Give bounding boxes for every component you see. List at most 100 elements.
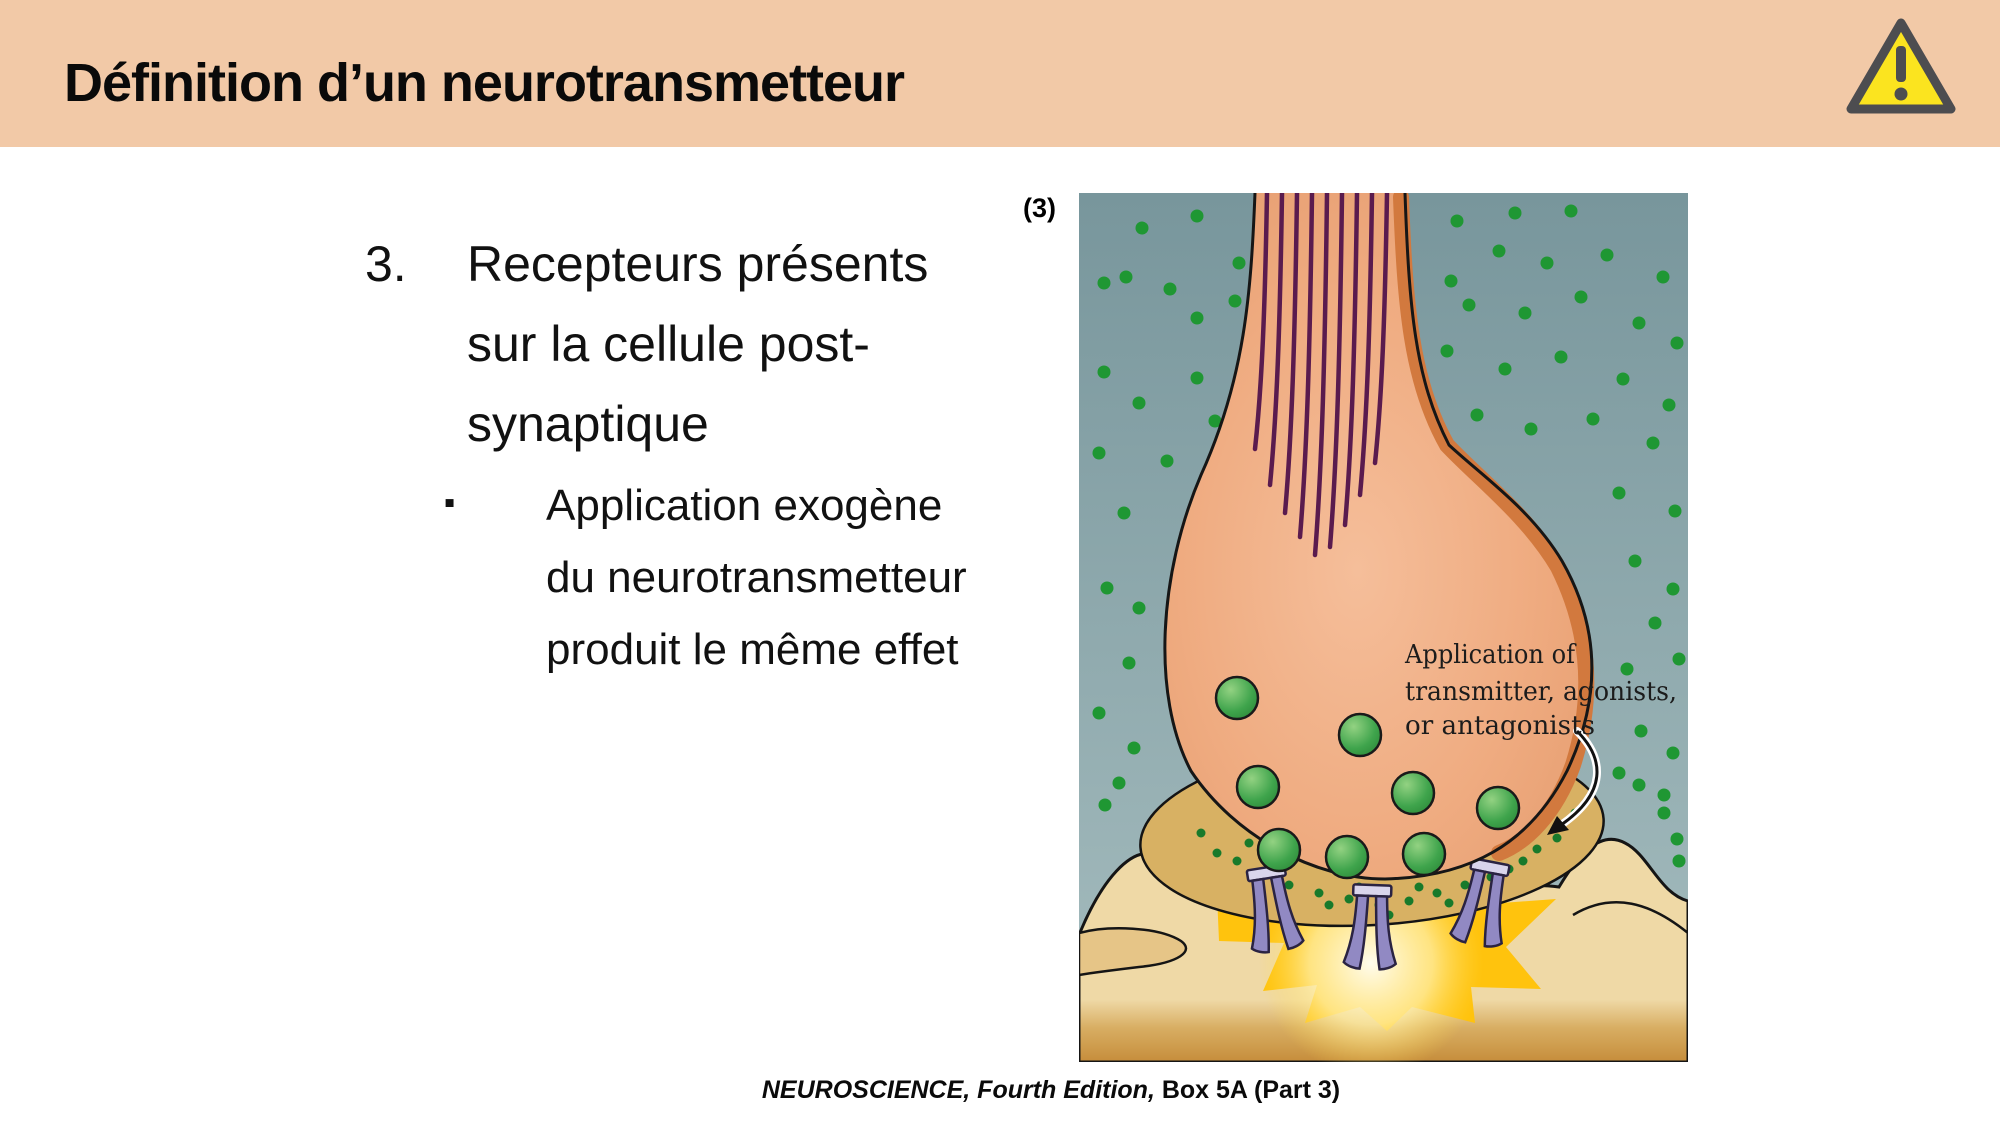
dot	[1574, 290, 1588, 304]
receptor-protein	[1342, 883, 1398, 971]
dot	[1208, 414, 1222, 428]
annotation-line-3: or antagonists	[1405, 711, 1595, 741]
dot	[1404, 896, 1414, 906]
microtubule-line	[1357, 190, 1375, 498]
warning-triangle-icon	[1846, 18, 1956, 114]
dot	[1132, 396, 1146, 410]
dot	[1518, 856, 1528, 866]
dot	[1444, 898, 1454, 908]
dot	[1232, 256, 1246, 270]
dot	[1668, 504, 1682, 518]
microtubule-line	[1297, 190, 1315, 540]
dot	[1666, 746, 1680, 760]
dot	[1462, 298, 1476, 312]
receptor-prong	[1342, 894, 1370, 970]
list-item-line-1: Recepteurs présents	[467, 236, 929, 292]
dot	[1232, 856, 1242, 866]
list-item-line-3: synaptique	[467, 396, 709, 452]
dot	[1666, 582, 1680, 596]
application-arrowhead	[1547, 816, 1569, 835]
dot	[1656, 270, 1670, 284]
dot	[1662, 398, 1676, 412]
dot	[1628, 554, 1642, 568]
dot	[1432, 888, 1442, 898]
dot	[1097, 365, 1111, 379]
dot	[1190, 371, 1204, 385]
dot	[1390, 770, 1436, 816]
figure-part-label: (3)	[1023, 193, 1056, 223]
dot	[1135, 221, 1149, 235]
dot	[1508, 206, 1522, 220]
dot	[1122, 656, 1136, 670]
receptor-prong	[1374, 894, 1398, 971]
postsynaptic-receptors	[1245, 857, 1511, 971]
application-arrow	[1560, 729, 1599, 827]
dot	[1552, 833, 1562, 843]
dot	[1616, 372, 1630, 386]
caption-book-title: NEUROSCIENCE, Fourth Edition,	[761, 1076, 1155, 1104]
list-item-number: 3.	[365, 236, 407, 292]
dot	[1160, 454, 1174, 468]
dot	[1324, 834, 1370, 880]
dot	[1196, 828, 1206, 838]
receptor-protein	[1449, 857, 1511, 948]
dot	[1098, 798, 1112, 812]
dot	[1190, 209, 1204, 223]
synapse-figure: Application of transmitter, agonists, or…	[1077, 189, 1690, 1075]
receptor-cap	[1351, 883, 1393, 898]
dot	[1190, 311, 1204, 325]
receptor-protein	[1245, 863, 1305, 954]
dot	[1127, 741, 1141, 755]
dot	[1554, 350, 1568, 364]
dot	[1670, 336, 1684, 350]
dot	[1450, 214, 1464, 228]
dot	[1112, 776, 1126, 790]
terminal-rim	[1393, 189, 1595, 861]
receptor-prong	[1269, 874, 1305, 951]
dot	[1337, 712, 1383, 758]
dot	[1212, 848, 1222, 858]
dot	[1632, 316, 1646, 330]
dot	[1540, 256, 1554, 270]
microtubule-line	[1312, 190, 1330, 558]
warning-exclamation-bar	[1896, 46, 1906, 82]
dot	[1314, 888, 1324, 898]
dot	[1092, 706, 1106, 720]
dot	[1532, 844, 1542, 854]
dot	[1244, 838, 1254, 848]
bullet-line-3: produit le même effet	[546, 625, 959, 674]
microtubule-line	[1282, 190, 1300, 516]
dot	[1132, 601, 1146, 615]
membrane-fold-right	[1572, 901, 1689, 934]
synaptic-vesicles	[1214, 675, 1521, 880]
dot	[1632, 778, 1646, 792]
dot	[1460, 880, 1470, 890]
terminal-outline	[1163, 192, 1594, 881]
list-item-line-2: sur la cellule post-	[467, 316, 870, 372]
presynaptic-terminal	[1164, 193, 1592, 879]
microtubule-line	[1327, 190, 1345, 550]
dot	[1475, 785, 1521, 831]
dot	[1648, 616, 1662, 630]
dot	[1646, 436, 1660, 450]
dot	[1492, 244, 1506, 258]
list-item-text: Recepteurs présents sur la cellule post-…	[467, 224, 928, 464]
dot	[1444, 274, 1458, 288]
dot	[1324, 900, 1334, 910]
dot	[1600, 248, 1614, 262]
microtubule-line	[1252, 190, 1270, 452]
annotation-line-1: Application of	[1404, 640, 1577, 670]
caption-box-ref: Box 5A (Part 3)	[1154, 1076, 1341, 1104]
dot	[1214, 675, 1260, 721]
dot	[1672, 854, 1686, 868]
dot	[1564, 204, 1578, 218]
slide-header: Définition d’un neurotransmetteur	[0, 0, 2000, 147]
synapse-illustration: Application of transmitter, agonists, or…	[1077, 189, 1690, 1075]
bullet-line-2: du neurotransmetteur	[546, 553, 967, 602]
dot	[1119, 270, 1133, 284]
dot	[1470, 408, 1484, 422]
dot	[1414, 882, 1424, 892]
membrane-fold-left	[1077, 927, 1188, 977]
warning-exclamation-dot	[1894, 87, 1908, 101]
dot	[1284, 880, 1294, 890]
